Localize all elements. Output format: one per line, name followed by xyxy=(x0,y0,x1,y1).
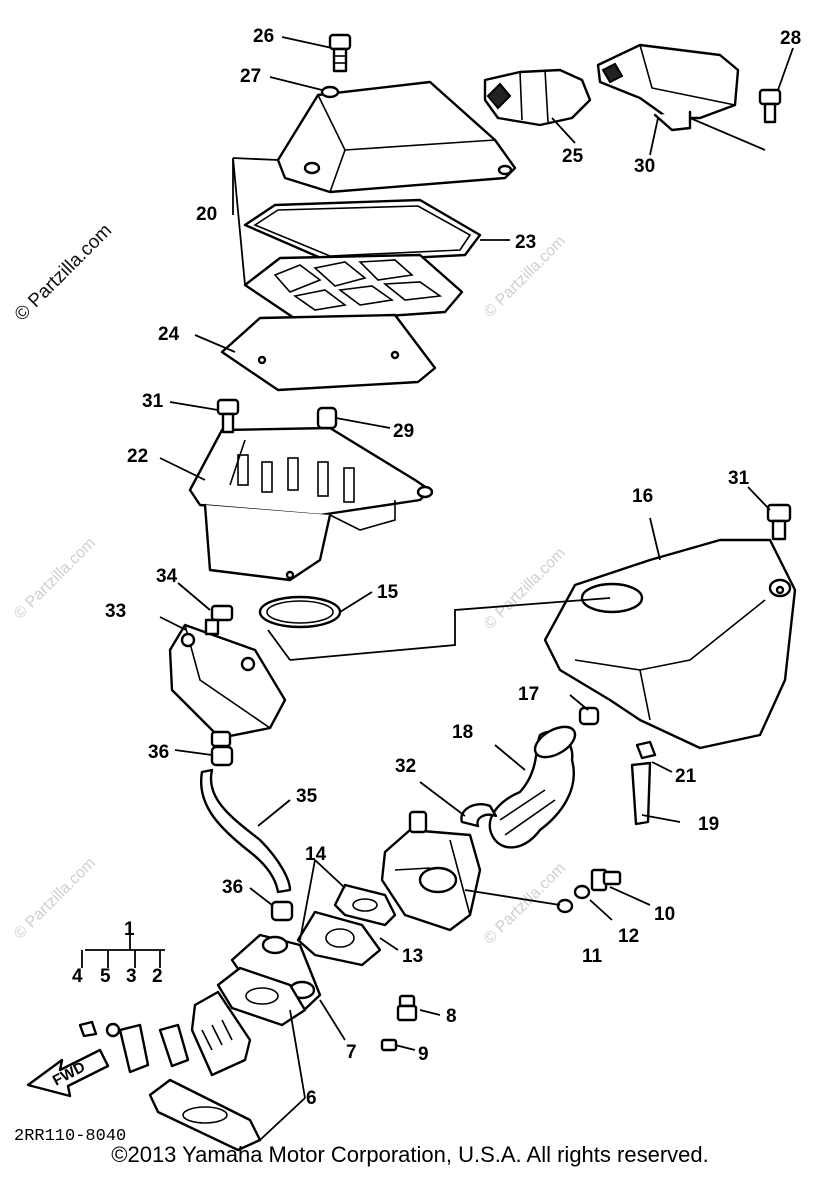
callout-1: 1 xyxy=(124,919,135,940)
callout-36-upper: 36 xyxy=(148,742,169,763)
plain-washer-11 xyxy=(556,898,574,914)
callout-9: 9 xyxy=(418,1044,429,1065)
copyright-notice: ©2013 Yamaha Motor Corporation, U.S.A. A… xyxy=(111,1142,709,1167)
callout-31-left: 31 xyxy=(142,391,164,412)
carburetor xyxy=(380,810,482,932)
diagram-code: 2RR110-8040 xyxy=(14,1127,126,1146)
callout-26: 26 xyxy=(253,26,274,47)
filter-element-frame xyxy=(243,253,464,324)
joint-clamp xyxy=(460,803,498,828)
air-box-cover xyxy=(276,80,517,194)
reed-stopper xyxy=(118,1023,150,1074)
manifold-gasket-upper xyxy=(216,966,307,1027)
drain-tube xyxy=(630,761,652,826)
carburetor-screw-10 xyxy=(590,868,622,892)
callout-8: 8 xyxy=(446,1006,457,1027)
carburetor-joint xyxy=(488,725,577,849)
reed-petal xyxy=(158,1023,190,1068)
callout-15: 15 xyxy=(377,582,399,603)
callout-11: 11 xyxy=(582,946,603,967)
callout-16: 16 xyxy=(632,486,653,507)
callout-29: 29 xyxy=(393,421,414,442)
case-grommet xyxy=(316,406,338,430)
callout-18: 18 xyxy=(452,722,473,743)
callout-25: 25 xyxy=(562,146,584,167)
intake-box-grommet xyxy=(578,706,600,726)
breather-hose xyxy=(199,768,292,894)
cover-washer xyxy=(320,85,340,99)
carburetor-screw-8 xyxy=(396,994,418,1022)
callouts: 26 27 28 25 30 20 23 24 31 29 22 31 16 3… xyxy=(72,26,801,1109)
leader-lines xyxy=(81,36,794,1141)
intake-silencer xyxy=(596,43,740,132)
insulator-gasket xyxy=(333,883,397,927)
callout-27: 27 xyxy=(240,66,261,87)
callout-21: 21 xyxy=(675,766,697,787)
watermark-faint: © Partzilla.com xyxy=(11,535,99,623)
callout-35: 35 xyxy=(296,786,318,807)
callout-36-lower: 36 xyxy=(222,877,243,898)
callout-10: 10 xyxy=(654,904,675,925)
carburetor-insulator xyxy=(296,910,382,967)
callout-3: 3 xyxy=(126,966,137,987)
callout-22: 22 xyxy=(127,446,148,467)
drain-clip xyxy=(635,740,657,760)
callout-34: 34 xyxy=(156,566,178,587)
callout-14: 14 xyxy=(305,844,327,865)
callout-32: 32 xyxy=(395,756,416,777)
case-bolt-left xyxy=(216,398,240,434)
callout-24: 24 xyxy=(158,324,180,345)
reed-screw xyxy=(78,1020,98,1038)
callout-33: 33 xyxy=(105,601,126,622)
intake-box xyxy=(543,538,797,750)
callout-30: 30 xyxy=(634,156,655,177)
callout-5: 5 xyxy=(100,966,111,987)
air-flow-sensor xyxy=(483,68,592,127)
air-box-case xyxy=(188,426,434,582)
reed-valve-gasket xyxy=(148,1078,262,1152)
forward-direction-arrow: FWD xyxy=(26,1048,110,1098)
hose-clamp-lower xyxy=(270,900,294,922)
carburetor-washer-9 xyxy=(380,1038,398,1052)
silencer-bolt-34 xyxy=(204,604,234,636)
callout-31-right: 31 xyxy=(728,468,750,489)
callout-20: 20 xyxy=(196,204,217,225)
silencer-case xyxy=(168,623,287,748)
watermark-main: © Partzilla.com xyxy=(11,220,116,325)
callout-19: 19 xyxy=(698,814,719,835)
reed-valve-assembly xyxy=(190,990,252,1077)
callout-4: 4 xyxy=(72,966,83,987)
callout-23: 23 xyxy=(515,232,536,253)
callout-12: 12 xyxy=(618,926,639,947)
intake-box-bolt xyxy=(766,503,792,541)
watermark-faint: © Partzilla.com xyxy=(11,855,99,943)
cover-bolt xyxy=(328,33,352,73)
lock-washer-12 xyxy=(573,884,591,900)
callout-28: 28 xyxy=(780,28,801,49)
callout-7: 7 xyxy=(346,1042,357,1063)
hose-clamp-upper xyxy=(210,745,234,767)
reed-washer xyxy=(105,1022,121,1038)
callout-2: 2 xyxy=(152,966,163,987)
silencer-bolt xyxy=(758,88,782,124)
callout-6: 6 xyxy=(306,1088,317,1109)
filter-element xyxy=(220,313,437,392)
callout-17: 17 xyxy=(518,684,539,705)
callout-13: 13 xyxy=(402,946,423,967)
